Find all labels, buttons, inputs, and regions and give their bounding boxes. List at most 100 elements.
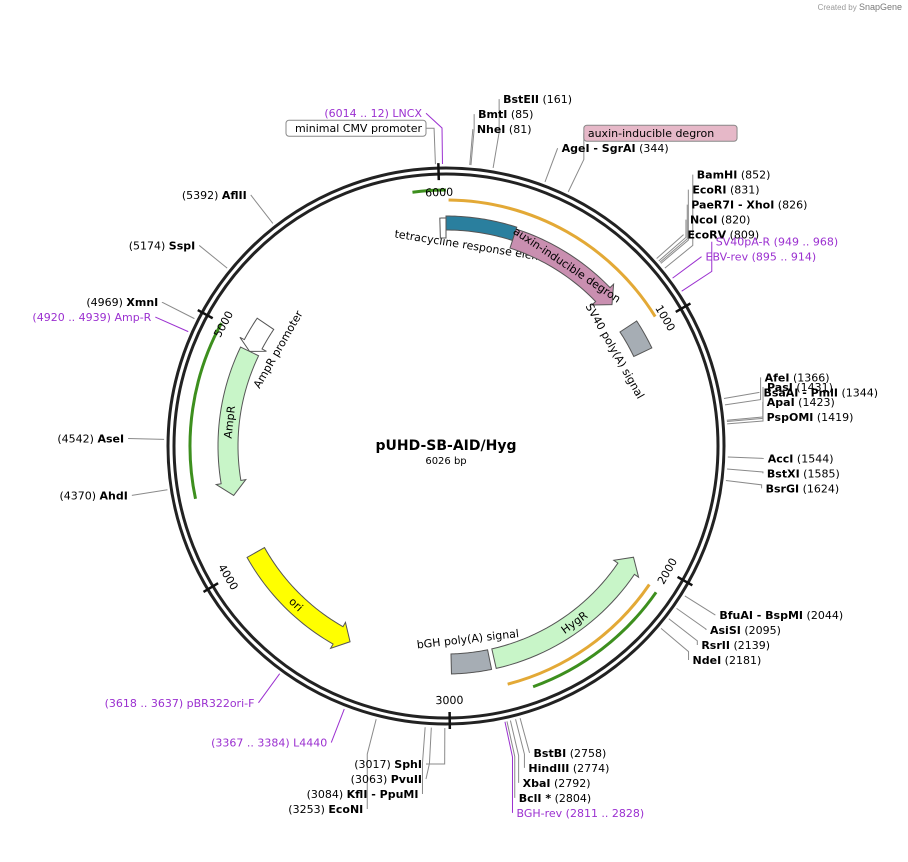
site-label-text: EcoRV (809) — [688, 229, 760, 242]
site-label-apai: ApaI (1423) — [767, 396, 835, 409]
site-label-pvuii: (3063) PvuII — [351, 773, 422, 786]
leader-line — [250, 194, 274, 224]
site-label-pasi: PasI (1431) — [767, 381, 833, 394]
site-label-bsaai: BsaAI - PmlI (1344) — [763, 386, 878, 399]
label-part: BstEII — [503, 93, 539, 106]
site-label-text: minimal CMV promoter — [295, 122, 423, 135]
leader-line — [469, 129, 474, 166]
leader-line — [724, 377, 762, 406]
leader-line — [656, 234, 684, 259]
leader-line — [492, 99, 500, 169]
label-part: AfeI — [765, 371, 790, 384]
site-label-text: PspOMI (1419) — [767, 411, 854, 424]
site-label-paer7i: PaeR7I - XhoI (826) — [691, 199, 807, 212]
site-label-acci: AccI (1544) — [768, 452, 834, 465]
plasmid-name: pUHD-SB-AID/Hyg — [375, 438, 516, 454]
site-label-text: NdeI (2181) — [693, 654, 762, 667]
feature-underline — [412, 188, 447, 194]
site-label-ebv-rev: EBV-rev (895 .. 914) — [706, 251, 817, 264]
site-label-pbr322ori-f: (3618 .. 3637) pBR322ori-F — [105, 697, 255, 710]
site-label-econi: (3253) EcoNI — [288, 803, 363, 816]
label-part: pBR322ori-F — [187, 697, 255, 710]
label-part: BGH-rev — [516, 807, 562, 820]
leader-line — [684, 595, 716, 616]
label-part: (1366) — [789, 371, 829, 384]
site-label-ahdi: (4370) AhdI — [59, 489, 127, 502]
site-label-bamhi: BamHI (852) — [697, 169, 771, 182]
label-part: PspOMI — [767, 411, 814, 424]
site-label-text: (6014 .. 12) LNCX — [324, 107, 422, 120]
label-part: (820) — [717, 214, 750, 227]
site-label-text: (4370) AhdI — [59, 489, 127, 502]
label-part: PvuII — [391, 773, 422, 786]
site-label-amp-r: (4920 .. 4939) Amp-R — [32, 311, 151, 324]
label-part: (831) — [726, 184, 759, 197]
label-part: (2095) — [741, 624, 781, 637]
site-label-agei: AgeI - SgrAI (344) — [562, 142, 669, 155]
label-part: EcoRI — [692, 184, 726, 197]
leader-line — [658, 219, 687, 262]
site-label-text: (3017) SphI — [354, 758, 422, 771]
site-label-sphi: (3017) SphI — [354, 758, 422, 771]
backbone-inner-ring — [172, 172, 720, 720]
feature-bgh-poly-a-signal — [450, 649, 493, 675]
feature-hygr — [491, 556, 640, 670]
site-label-text: BamHI (852) — [697, 169, 771, 182]
label-part: Amp-R — [114, 311, 151, 324]
label-leader-lines — [128, 99, 764, 813]
site-label-text: (3618 .. 3637) pBR322ori-F — [105, 697, 255, 710]
label-part: AgeI - SgrAI — [562, 142, 636, 155]
tick-1000 — [675, 302, 692, 314]
site-label-text: BsaAI - PmlI (1344) — [763, 386, 878, 399]
site-label-bmti: BmtI (85) — [478, 108, 533, 121]
tick-4000 — [202, 582, 219, 593]
label-part: (2044) — [803, 609, 843, 622]
label-part: (4542) — [57, 433, 97, 446]
plasmid-size: 6026 bp — [425, 456, 466, 467]
feature-underline — [507, 583, 651, 686]
site-label-asisi: AsiSI (2095) — [710, 624, 781, 637]
label-part: (2804) — [551, 792, 591, 805]
leader-line — [426, 727, 446, 765]
site-label-text: (3253) EcoNI — [288, 803, 363, 816]
label-part: BstXI — [767, 467, 800, 480]
label-part: (2139) — [730, 639, 770, 652]
site-label-text: (5174) SspI — [129, 239, 196, 252]
leader-line — [330, 708, 345, 743]
leader-line — [366, 719, 377, 809]
site-label-text: auxin-inducible degron — [588, 127, 714, 140]
site-label-sspi: (5174) SspI — [129, 239, 196, 252]
site-labels: NheI (81)BmtI (85)BstEII (161)AgeI - Sgr… — [32, 93, 878, 820]
site-label-bgh-rev: BGH-rev (2811 .. 2828) — [516, 807, 644, 820]
label-part: BmtI — [478, 108, 507, 121]
site-label-text: HindIII (2774) — [528, 762, 609, 775]
label-part: (1419) — [813, 411, 853, 424]
site-label-bsrgi: BsrGI (1624) — [766, 482, 840, 495]
feature-ori — [246, 546, 351, 650]
site-label-ecorv: EcoRV (809) — [688, 229, 760, 242]
site-label-text: (3084) KflI - PpuMI — [307, 788, 419, 801]
tick-label: 3000 — [435, 694, 463, 707]
leader-line — [506, 721, 516, 798]
feature-sv40-poly-a-signal — [619, 320, 653, 358]
label-part: (826) — [774, 199, 807, 212]
leader-line — [515, 719, 525, 768]
label-part: AccI — [768, 452, 794, 465]
site-label-text: ApaI (1423) — [767, 396, 835, 409]
site-label-text: (5392) AflII — [182, 189, 247, 202]
label-part: RsrII — [701, 639, 730, 652]
site-label-text: SV40pA-R (949 .. 968) — [716, 236, 838, 249]
site-label-text: PasI (1431) — [767, 381, 833, 394]
leader-line — [425, 727, 432, 780]
label-part: EBV-rev — [706, 251, 749, 264]
site-label-text: XbaI (2792) — [523, 777, 591, 790]
feature-promoter — [439, 217, 447, 239]
feature-label: auxin-inducible degron — [511, 225, 623, 306]
leader-line — [198, 245, 228, 269]
label-part: (1423) — [795, 396, 835, 409]
leader-line — [567, 133, 585, 193]
site-label-text: NheI (81) — [477, 123, 532, 136]
label-part: (4370) — [59, 489, 99, 502]
site-label-auxin-inducible-degron: auxin-inducible degron — [583, 124, 738, 142]
